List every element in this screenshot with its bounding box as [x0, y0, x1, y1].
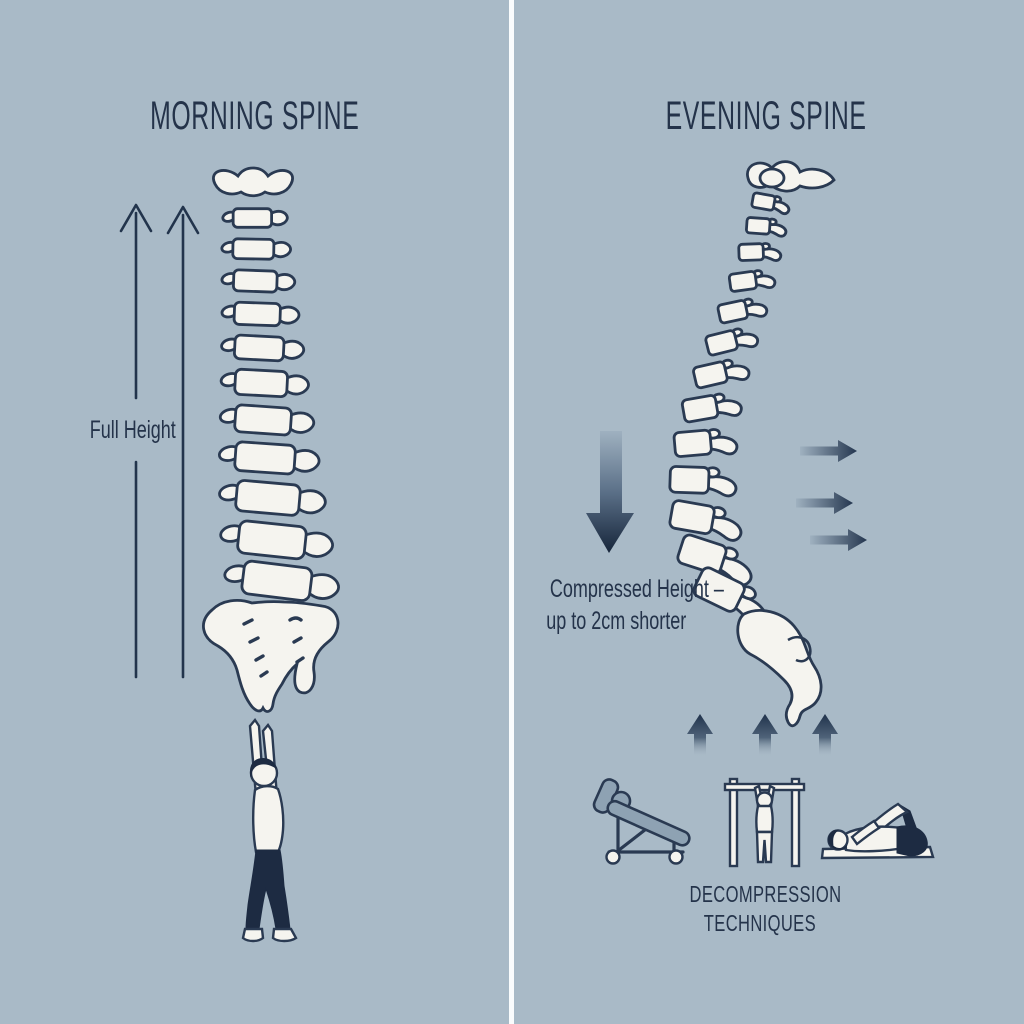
right-arrow-icons [796, 440, 867, 551]
person-stretching-icon [241, 717, 298, 943]
decompression-techniques-label: DECOMPRESSION TECHNIQUES [689, 881, 842, 936]
inversion-table-icon [592, 778, 691, 865]
full-height-up-arrows [119, 203, 200, 679]
pull-up-bar-icon [723, 777, 806, 868]
morning-title: MORNING SPINE [150, 94, 360, 138]
evening-title: EVENING SPINE [665, 94, 867, 138]
decompression-up-arrows [687, 714, 838, 757]
full-height-label: Full Height [89, 416, 177, 444]
spine-front-icon [203, 168, 343, 711]
down-arrow-icon [586, 431, 634, 553]
spine-lateral-icon [667, 162, 834, 726]
knees-to-chest-icon [820, 802, 935, 860]
panel-divider [509, 0, 514, 1024]
compressed-height-label: Compressed Height – up to 2cm shorter [545, 575, 724, 635]
